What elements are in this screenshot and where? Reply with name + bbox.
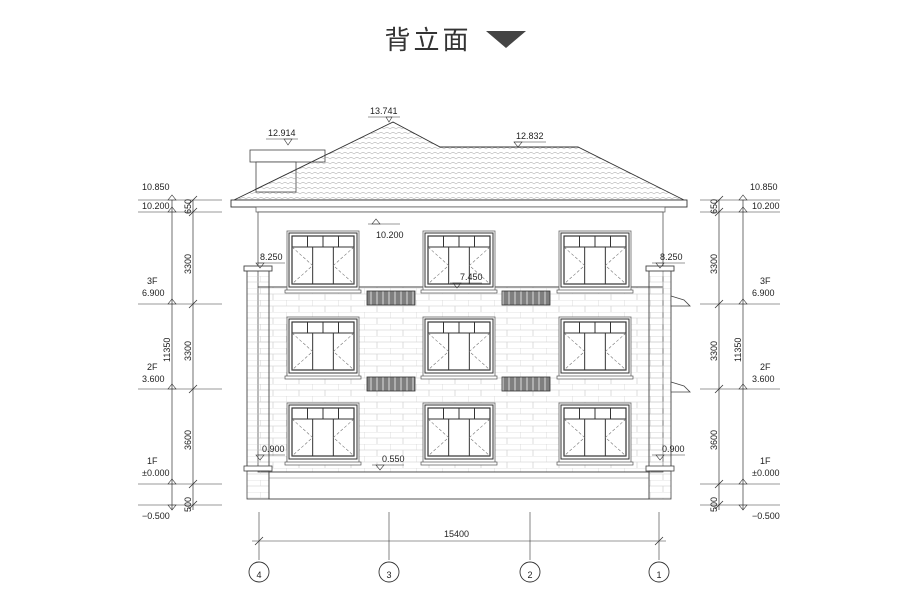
- left-floor-1: 1F: [147, 456, 158, 466]
- axis-bubble-2: [519, 561, 541, 583]
- right-level-2f: 3.600: [752, 374, 775, 384]
- right-level-column: 10.850 10.200 3F 6.900 2F 3.600 1F ±0.00…: [700, 182, 780, 521]
- vent: [366, 290, 416, 306]
- ridge-elevation: 13.741: [370, 106, 398, 116]
- left-level-3f: 6.900: [142, 288, 165, 298]
- right-dim-3300b: 3300: [709, 341, 719, 361]
- right-floor-3: 3F: [760, 276, 771, 286]
- axis-bubble-1: [648, 561, 670, 583]
- triangle-down-icon: [485, 31, 526, 48]
- right-level-3f: 6.900: [752, 288, 775, 298]
- window: [284, 402, 362, 466]
- window: [556, 402, 634, 466]
- elevation-markers: 13.741 12.914 12.832 10.200 8.250 8.250 …: [255, 106, 685, 471]
- right-dim-3600: 3600: [709, 430, 719, 450]
- right-dim-650: 650: [709, 199, 719, 214]
- window: [420, 230, 498, 294]
- width-dimension: 15400: [444, 529, 469, 539]
- parapet-right-elevation: 8.250: [660, 252, 683, 262]
- windows: [284, 230, 634, 466]
- roof-left-elevation: 12.914: [268, 128, 296, 138]
- right-level-base: −0.500: [752, 511, 780, 521]
- right-floor-1: 1F: [760, 456, 771, 466]
- plinth: [268, 471, 650, 500]
- parapet-left-elevation: 8.250: [260, 252, 283, 262]
- left-dim-3600: 3600: [183, 430, 193, 450]
- axis-bubble-4: [248, 561, 270, 583]
- axis-bubble-3: [378, 561, 400, 583]
- left-pillar: [246, 267, 270, 469]
- window: [420, 402, 498, 466]
- window: [420, 316, 498, 380]
- left-dim-total: 11350: [162, 338, 172, 362]
- mid-elevation: 7.450: [460, 272, 483, 282]
- left-level-top: 10.850: [142, 182, 170, 192]
- right-level-1f: ±0.000: [752, 468, 779, 478]
- plinth-left-elevation: 0.900: [262, 444, 285, 454]
- plinth-right-elevation: 0.900: [662, 444, 685, 454]
- left-level-base: −0.500: [142, 511, 170, 521]
- left-level-1f: ±0.000: [142, 468, 169, 478]
- right-dim-3300a: 3300: [709, 254, 719, 274]
- eave-band: [230, 199, 688, 208]
- right-floor-2: 2F: [760, 362, 771, 372]
- axis-bubbles: 4 3 2 1: [248, 561, 670, 583]
- left-floor-3: 3F: [147, 276, 158, 286]
- axis-label: 2: [527, 570, 532, 580]
- cornice: [255, 206, 666, 213]
- left-dim-650: 650: [183, 199, 193, 214]
- vent: [501, 376, 551, 392]
- left-level-eave: 10.200: [142, 201, 170, 211]
- window: [284, 230, 362, 294]
- right-pillar: [648, 267, 672, 469]
- left-roof-box: [249, 149, 326, 163]
- vent: [366, 376, 416, 392]
- window: [556, 230, 634, 294]
- window: [284, 316, 362, 380]
- page-title: 背立面: [384, 25, 472, 56]
- eave-elevation: 10.200: [376, 230, 404, 240]
- left-floor-2: 2F: [147, 362, 158, 372]
- right-dim-total: 11350: [733, 338, 743, 362]
- left-dim-500: 500: [183, 497, 193, 512]
- vent: [501, 290, 551, 306]
- axis-label: 4: [256, 570, 261, 580]
- right-dim-500: 500: [709, 497, 719, 512]
- axis-dimensions: 15400: [252, 512, 666, 560]
- left-level-2f: 3.600: [142, 374, 165, 384]
- right-level-top: 10.850: [750, 182, 778, 192]
- left-level-column: 10.850 10.200 3F 6.900 2F 3.600 1F ±0.00…: [138, 182, 222, 521]
- axis-label: 3: [386, 570, 391, 580]
- right-level-eave: 10.200: [752, 201, 780, 211]
- left-dim-3300b: 3300: [183, 341, 193, 361]
- ground-elevation: 0.550: [382, 454, 405, 464]
- axis-label: 1: [656, 570, 661, 580]
- left-dim-3300a: 3300: [183, 254, 193, 274]
- title-bar: 背立面: [0, 18, 910, 58]
- roof-right-elevation: 12.832: [516, 131, 544, 141]
- window: [556, 316, 634, 380]
